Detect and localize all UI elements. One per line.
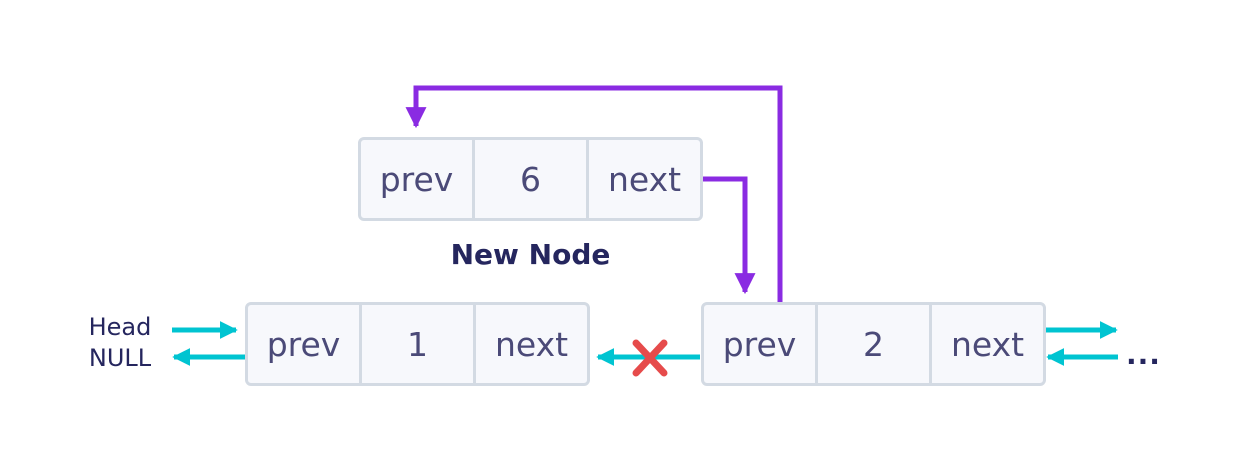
node-1-prev-cell: prev [266,324,341,364]
new-node-caption: New Node [450,238,611,271]
node-2-next-cell: next [929,305,1043,383]
head-label: Head [88,313,152,341]
node-2-value-cell: 2 [815,305,929,383]
node-1-value-cell: 1 [359,305,473,383]
null-label: NULL [88,344,152,372]
continuation-ellipsis: ... [1126,338,1161,371]
node-1: prev 1 next [245,302,590,386]
cross-icon [632,339,668,377]
head-null-label: Head NULL [70,312,170,374]
node-2-prev-cell: prev [722,324,797,364]
node-1-next-cell: next [473,305,587,383]
new-node-value-cell: 6 [472,140,586,218]
node-2: prev 2 next [701,302,1046,386]
new-node-next-cell: next [586,140,700,218]
new-node-prev-cell: prev [379,159,454,199]
newnode-next-to-node2-arrow [702,176,756,295]
node2-prev-to-newnode-arrow [405,85,783,302]
new-node: prev 6 next [358,137,703,221]
